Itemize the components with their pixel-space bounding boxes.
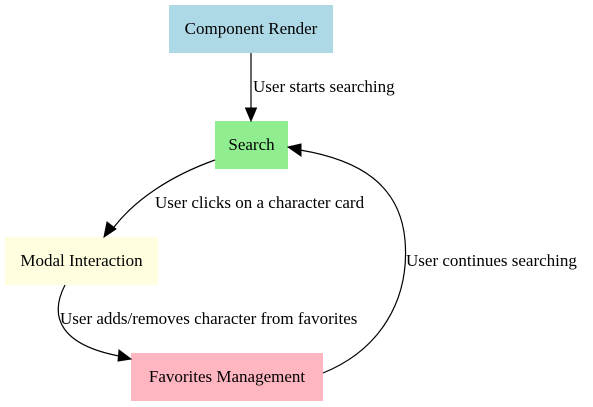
node-favorites-management-box — [131, 353, 323, 401]
node-modal-interaction-box — [5, 237, 158, 285]
edge-modal-to-favorites-label: User adds/removes character from favorit… — [60, 309, 357, 328]
edge-render-to-search-label: User starts searching — [253, 77, 395, 96]
edge-favorites-to-search: User continues searching — [286, 143, 577, 374]
edge-search-to-modal: User clicks on a character card — [103, 159, 365, 239]
edge-render-to-search: User starts searching — [244, 53, 395, 123]
node-component-render: Component Render — [169, 5, 333, 53]
edge-search-to-modal-line — [113, 159, 216, 228]
node-modal-interaction-label: Modal Interaction — [20, 251, 143, 270]
edge-modal-to-favorites-arrowhead — [117, 349, 133, 362]
edge-render-to-search-arrowhead — [244, 107, 258, 123]
node-component-render-box — [169, 5, 333, 53]
edge-favorites-to-search-label: User continues searching — [406, 251, 577, 270]
edge-search-to-modal-arrowhead — [103, 221, 117, 239]
node-search-box — [215, 121, 288, 169]
edge-search-to-modal-label: User clicks on a character card — [155, 193, 365, 212]
node-modal-interaction: Modal Interaction — [5, 237, 158, 285]
node-component-render-label: Component Render — [185, 19, 318, 38]
node-search-label: Search — [228, 135, 275, 154]
node-favorites-management-label: Favorites Management — [149, 367, 306, 386]
edge-modal-to-favorites-line — [57, 284, 120, 357]
edge-modal-to-favorites: User adds/removes character from favorit… — [57, 284, 357, 362]
node-search: Search — [215, 121, 288, 169]
edge-favorites-to-search-arrowhead — [286, 143, 302, 157]
node-favorites-management: Favorites Management — [131, 353, 323, 401]
edge-favorites-to-search-line — [299, 149, 407, 374]
